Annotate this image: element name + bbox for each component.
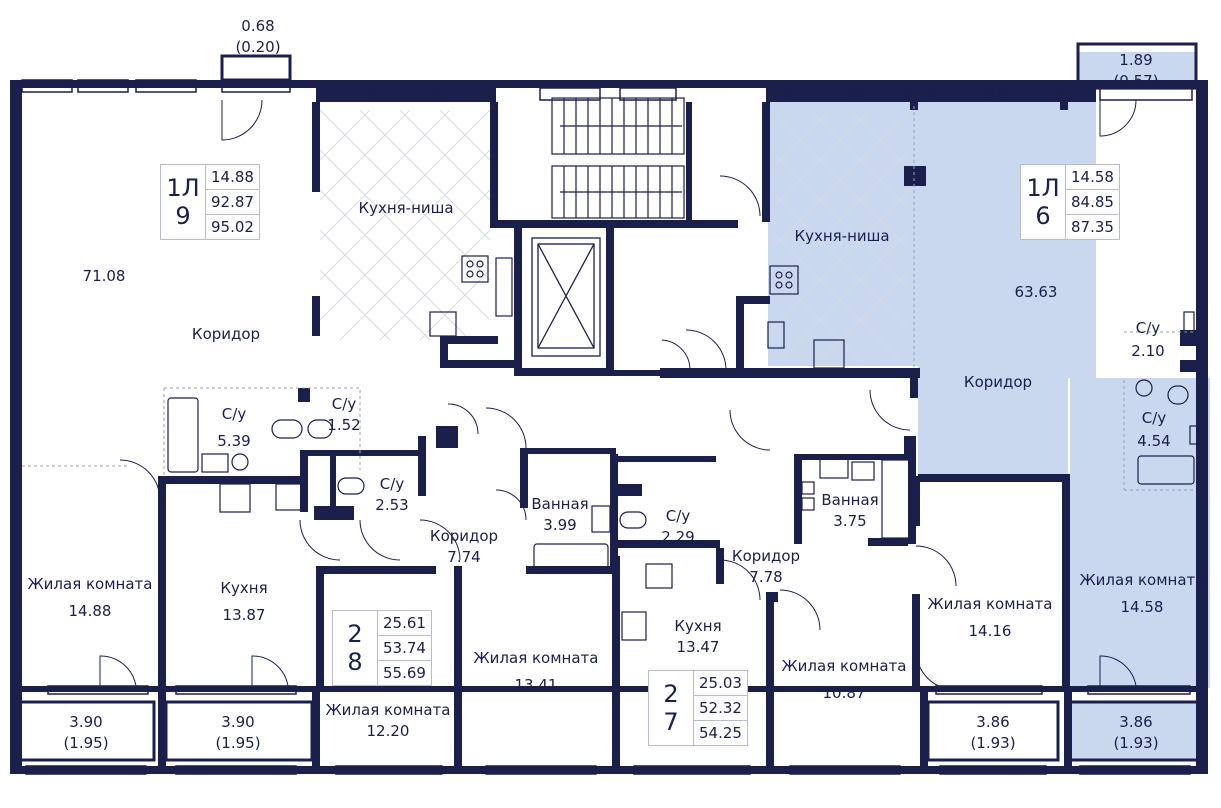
interior-walls — [158, 102, 1196, 766]
balcony-3-label: 3.86(1.93) — [970, 713, 1016, 752]
room-big-left: 71.08 — [82, 267, 126, 285]
balcony-top-left-label: 0.68(0.20) — [235, 17, 281, 56]
doors — [99, 99, 1137, 691]
elevator — [531, 237, 601, 357]
balcony-4-label: 3.86(1.93) — [1113, 713, 1159, 752]
exterior-walls — [10, 80, 1208, 774]
staircase — [551, 97, 685, 219]
windows — [21, 79, 1193, 775]
room-big-right: 63.63 — [1014, 283, 1058, 301]
balcony-2-label: 3.90(1.95) — [215, 713, 261, 752]
apartment-6-highlight — [768, 52, 1210, 760]
room-corridor-right: Коридор — [963, 373, 1033, 391]
room-kitchen-niche-right: Кухня-ниша — [794, 227, 890, 245]
room-corridor-left: Коридор — [191, 325, 261, 343]
balconies-outlines — [16, 42, 1206, 762]
plumbing-fixtures — [167, 255, 1199, 641]
balcony-1-label: 3.90(1.95) — [63, 713, 109, 752]
room-kitchen-niche-left: Кухня-ниша — [358, 199, 454, 217]
kitchen-niche-pattern — [319, 109, 911, 361]
dashed-zones — [22, 106, 1196, 491]
balcony-top-right-label: 1.89(0.57) — [1113, 51, 1159, 90]
